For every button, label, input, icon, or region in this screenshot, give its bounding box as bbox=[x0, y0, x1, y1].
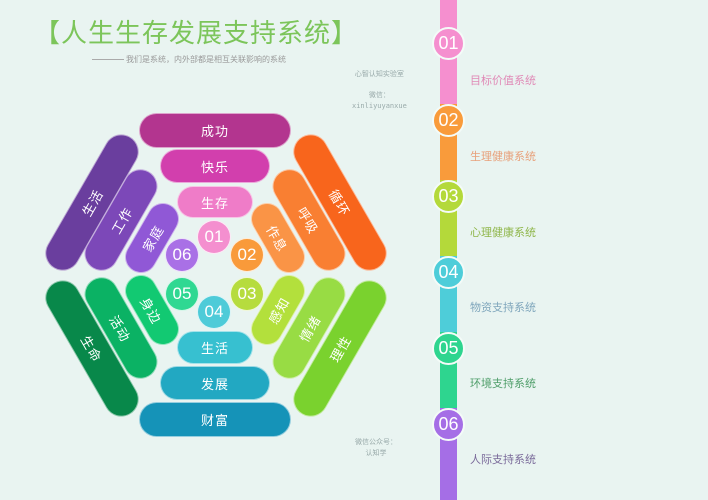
timeline-label-04: 物资支持系统 bbox=[470, 301, 536, 314]
watermark-bottom: 微信公众号： 认知学 bbox=[355, 437, 397, 459]
center-number-01: 01 bbox=[197, 220, 231, 254]
bar-life: 生活 bbox=[177, 331, 253, 364]
bar-development: 发展 bbox=[160, 366, 270, 400]
bar-wealth: 财富 bbox=[139, 402, 291, 437]
center-number-03: 03 bbox=[230, 277, 264, 311]
bar-label: 生活 bbox=[80, 187, 108, 220]
watermark-public-label: 微信公众号： bbox=[355, 438, 397, 446]
subtitle-dash bbox=[92, 59, 124, 60]
watermark-lab: 心智认知实验室 bbox=[354, 70, 404, 78]
page-title: 【人生生存发展支持系统】 bbox=[34, 19, 359, 49]
timeline-label-05: 环境支持系统 bbox=[470, 377, 536, 390]
number-label: 05 bbox=[172, 284, 192, 303]
node-number: 06 bbox=[438, 414, 459, 434]
bar-label: 感知 bbox=[266, 295, 294, 327]
timeline-node-04: 04 bbox=[432, 256, 465, 289]
bar-label: 生存 bbox=[200, 196, 229, 212]
center-number-05: 05 bbox=[165, 277, 199, 311]
bar-label: 活动 bbox=[105, 313, 133, 345]
bar-label: 快乐 bbox=[200, 160, 229, 176]
timeline-label-01: 目标价值系统 bbox=[470, 74, 536, 87]
timeline-node-02: 02 bbox=[432, 104, 465, 137]
bar-label: 工作 bbox=[109, 205, 137, 237]
number-label: 03 bbox=[237, 284, 257, 303]
number-label: 02 bbox=[237, 245, 257, 264]
center-number-02: 02 bbox=[230, 238, 264, 272]
subtitle: 我们是系统，内外部都是相互关联影响的系统 bbox=[92, 54, 286, 65]
bar-label: 理性 bbox=[328, 333, 356, 366]
bar-label: 生活 bbox=[200, 342, 229, 357]
node-number: 02 bbox=[438, 110, 459, 130]
bar-survival: 生存 bbox=[177, 186, 253, 218]
timeline-label-02: 生理健康系统 bbox=[470, 150, 536, 163]
node-number: 05 bbox=[438, 338, 459, 358]
subtitle-text: 我们是系统，内外部都是相互关联影响的系统 bbox=[126, 55, 286, 64]
watermark-wechat-label: 微信： bbox=[368, 91, 390, 99]
watermark-public-name: 认知学 bbox=[365, 449, 387, 457]
bar-label: 作息 bbox=[262, 223, 290, 255]
timeline-node-01: 01 bbox=[432, 27, 465, 60]
number-label: 04 bbox=[204, 302, 224, 321]
bar-label: 身边 bbox=[136, 295, 164, 327]
center-number-04: 04 bbox=[197, 295, 231, 329]
watermark-wechat-id: xinliyuyanxue bbox=[352, 102, 407, 110]
bar-label: 循环 bbox=[324, 187, 352, 220]
bar-label: 成功 bbox=[200, 125, 229, 140]
timeline-node-03: 03 bbox=[432, 180, 465, 213]
node-number: 03 bbox=[438, 186, 459, 206]
bar-label: 呼吸 bbox=[293, 205, 321, 237]
center-number-06: 06 bbox=[165, 238, 199, 272]
timeline-label-06: 人际支持系统 bbox=[470, 453, 536, 466]
bar-success: 成功 bbox=[139, 113, 291, 148]
bar-label: 发展 bbox=[200, 377, 229, 393]
bar-label: 生命 bbox=[76, 333, 104, 366]
bar-happiness: 快乐 bbox=[160, 149, 270, 183]
timeline-label-03: 心理健康系统 bbox=[470, 226, 536, 239]
bar-label: 财富 bbox=[200, 414, 229, 429]
bar-label: 情绪 bbox=[297, 313, 325, 345]
number-label: 01 bbox=[204, 227, 224, 246]
timeline-node-06: 06 bbox=[432, 408, 465, 441]
node-number: 01 bbox=[438, 33, 459, 53]
number-label: 06 bbox=[172, 245, 192, 264]
watermark-top: 心智认知实验室 微信： xinliyuyanxue bbox=[352, 69, 407, 112]
timeline-node-05: 05 bbox=[432, 332, 465, 365]
node-number: 04 bbox=[438, 262, 459, 282]
bar-label: 家庭 bbox=[140, 223, 168, 255]
